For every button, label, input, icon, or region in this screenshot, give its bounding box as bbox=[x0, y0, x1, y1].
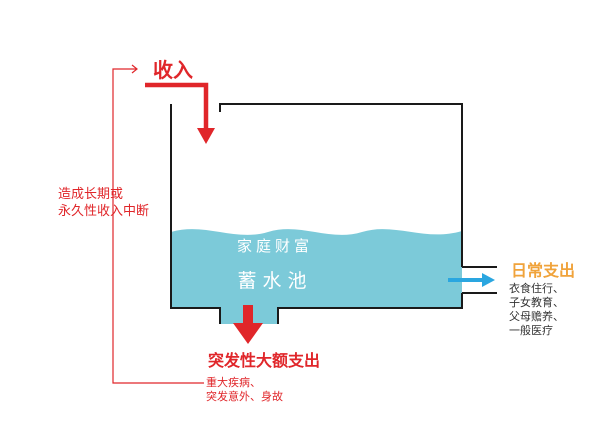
income-label: 收入 bbox=[153, 58, 193, 82]
interruption-line-1: 造成长期或 bbox=[58, 187, 124, 202]
daily-item: 父母赡养、 bbox=[509, 310, 564, 323]
feedback-loop-line bbox=[112, 64, 204, 384]
income-arrow-icon bbox=[145, 82, 215, 144]
daily-item: 一般医疗 bbox=[509, 324, 553, 337]
daily-item: 子女教育、 bbox=[509, 296, 564, 309]
pool-name: 蓄水池 bbox=[237, 270, 313, 292]
sudden-item: 重大疾病、 bbox=[206, 376, 261, 389]
interruption-line-2: 永久性收入中断 bbox=[58, 204, 150, 219]
water-body bbox=[171, 229, 462, 324]
daily-outflow-arrow-icon bbox=[448, 273, 495, 287]
income-interruption-note: 造成长期或 永久性收入中断 bbox=[58, 186, 149, 220]
daily-expense-items: 衣食住行、 子女教育、 父母赡养、 一般医疗 bbox=[509, 282, 564, 338]
sudden-outflow-arrow-icon bbox=[233, 305, 263, 344]
tank-outline bbox=[170, 103, 463, 324]
daily-expense-label: 日常支出 bbox=[511, 261, 576, 280]
daily-item: 衣食住行、 bbox=[509, 282, 564, 295]
sudden-expense-items: 重大疾病、 突发意外、身故 bbox=[206, 376, 283, 404]
sudden-item: 突发意外、身故 bbox=[206, 390, 283, 403]
sudden-expense-label: 突发性大额支出 bbox=[208, 351, 321, 370]
pool-title: 家庭财富 bbox=[236, 237, 313, 255]
